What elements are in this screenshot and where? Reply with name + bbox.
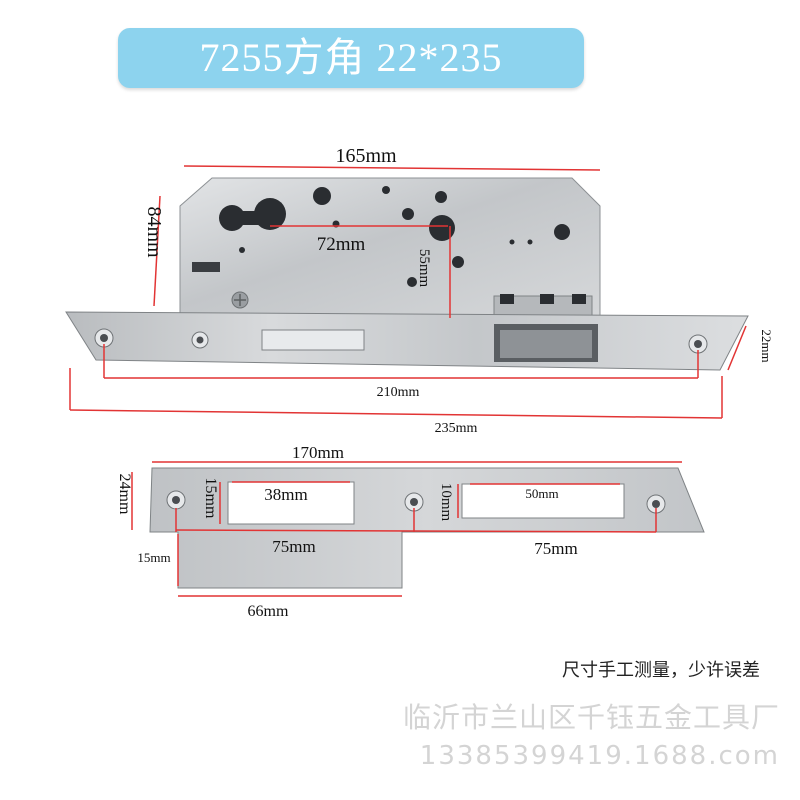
label-vertical: 55mm [416, 249, 432, 288]
measurement-note: 尺寸手工测量，少许误差 [562, 660, 760, 681]
body-hole [239, 247, 245, 253]
dimension-lines [69, 165, 747, 597]
latch-hole [227, 481, 355, 525]
label-screw-spacing: 210mm [377, 385, 420, 400]
latch-opening [261, 329, 365, 351]
label-lip-width: 66mm [248, 603, 289, 620]
label-strike-height: 24mm [116, 474, 133, 515]
label-right-spacing: 75mm [534, 539, 577, 558]
strike-plate [149, 467, 705, 589]
label-spindle-cylinder: 72mm [317, 234, 366, 255]
title-banner: 7255方角 22*235 [118, 28, 584, 88]
body-hole [382, 186, 390, 194]
watermark-contact: 13385399419.1688.com [419, 741, 780, 771]
lock-faceplate [65, 311, 749, 371]
body-hole [527, 239, 533, 245]
label-latch-hole-width: 38mm [264, 485, 307, 504]
label-latch-hole-height: 15mm [202, 478, 219, 519]
label-left-spacing: 75mm [272, 537, 315, 556]
label-lip-height: 15mm [137, 550, 170, 565]
label-body-width: 165mm [335, 145, 397, 167]
body-hole [407, 277, 417, 287]
bolt-hole [461, 483, 625, 519]
body-hole [554, 224, 570, 240]
body-hole [435, 191, 447, 203]
body-hole [429, 215, 455, 241]
body-hole [402, 208, 414, 220]
label-bolt-hole-width: 50mm [525, 486, 558, 501]
label-body-height: 84mm [143, 206, 165, 258]
label-strike-length: 170mm [292, 443, 344, 462]
body-hole [313, 187, 331, 205]
label-bolt-hole-height: 10mm [438, 483, 454, 522]
mortise-lock-body [179, 177, 601, 323]
body-hole [452, 256, 464, 268]
label-faceplate-length: 235mm [435, 421, 478, 436]
cylinder-slot [232, 211, 270, 225]
body-hole [509, 239, 515, 245]
label-faceplate-width: 22mm [759, 329, 774, 362]
watermark-company: 临沂市兰山区千钰五金工具厂 [402, 701, 780, 734]
body-slot [192, 262, 220, 272]
dimension-labels: 165mm 84mm 72mm 55mm 210mm 235mm 22mm 17… [116, 145, 774, 620]
product-title: 7255方角 22*235 [199, 35, 503, 80]
